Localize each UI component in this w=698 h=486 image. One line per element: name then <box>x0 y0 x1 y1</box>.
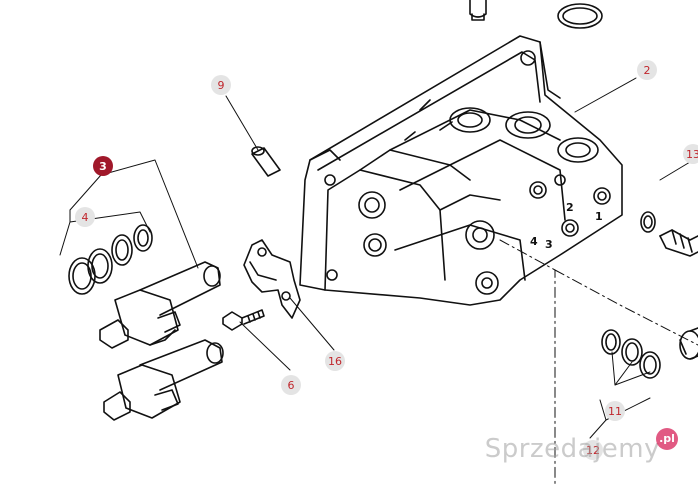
callout-label-13: 13 <box>686 148 698 161</box>
top-o-ring <box>557 3 603 29</box>
right-fitting <box>679 327 698 360</box>
gasket-part <box>243 239 301 319</box>
watermark-text: Sprzedajemy <box>484 434 660 464</box>
callout-label-9: 9 <box>218 79 225 92</box>
callout-3: 3 <box>93 156 113 176</box>
port-label-1: 1 <box>595 210 603 223</box>
port-label-2: 2 <box>566 201 574 214</box>
callout-label-11: 11 <box>608 405 622 418</box>
callout-label-4: 4 <box>82 211 89 224</box>
solenoid-valve-lower <box>103 339 224 421</box>
callout-label-2: 2 <box>644 64 651 77</box>
callout-13: 13 <box>683 144 698 164</box>
callout-4: 4 <box>75 207 95 227</box>
leader-lines <box>59 77 691 439</box>
valve-body <box>299 35 623 306</box>
callout-16: 16 <box>325 351 345 371</box>
callout-label-16: 16 <box>328 355 342 368</box>
assembly-axis-lines <box>499 239 698 486</box>
sensor-fitting <box>640 211 698 257</box>
top-pin-part <box>469 0 487 21</box>
solenoid-valve-upper <box>99 261 221 349</box>
pin-part <box>251 146 281 177</box>
port-label-3: 3 <box>545 238 553 251</box>
callout-2: 2 <box>637 60 657 80</box>
callout-label-3: 3 <box>99 160 107 173</box>
o-ring-set-right <box>601 329 661 379</box>
callout-11: 11 <box>605 401 625 421</box>
callout-12: 12 <box>583 440 603 460</box>
o-ring-set-left <box>68 224 153 295</box>
port-label-4: 4 <box>530 235 538 248</box>
bolt-part <box>222 309 265 331</box>
watermark-badge: .pl <box>656 428 678 450</box>
callout-6: 6 <box>281 375 301 395</box>
callout-label-12: 12 <box>586 444 600 457</box>
callout-label-6: 6 <box>288 379 295 392</box>
callout-9: 9 <box>211 75 231 95</box>
